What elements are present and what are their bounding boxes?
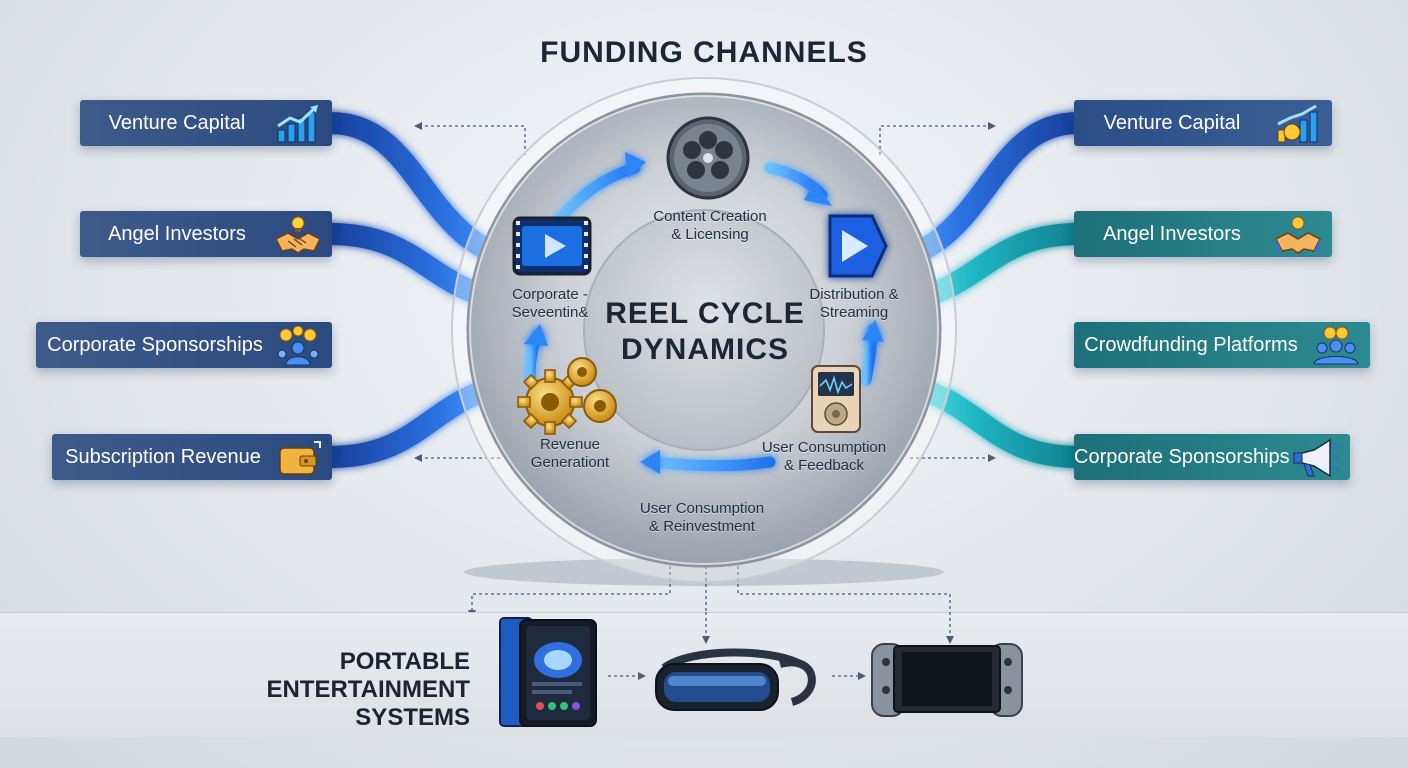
left-channel-venture-capital: Venture Capital (80, 100, 332, 146)
label-line: Seveentin& (511, 304, 589, 321)
label-line: Content Creation (653, 208, 767, 225)
channel-label: Angel Investors (1103, 222, 1241, 245)
coin-chart-icon (1277, 104, 1318, 143)
left-channel-angel-investors: Angel Investors (80, 211, 332, 257)
right-channel-corporate-sponsorships: Corporate Sponsorships (1074, 434, 1350, 480)
label-line: & Reinvestment (649, 518, 755, 535)
label-line: & Licensing (671, 226, 749, 243)
left-channel-subscription-revenue: Subscription Revenue (52, 434, 332, 480)
right-channel-crowdfunding-platforms: Crowdfunding Platforms (1074, 322, 1370, 368)
channel-label: Subscription Revenue (65, 445, 261, 468)
label-revenue: Revenue Generationt (500, 436, 640, 472)
label-line: Revenue (539, 436, 601, 453)
label-line: User Consumption (761, 439, 887, 456)
video-player-icon (512, 216, 592, 276)
cycle-arrowheads (524, 152, 884, 474)
portable-title-line: ENTERTAINMENT SYSTEMS (266, 676, 470, 731)
handshake-coin-icon (1274, 216, 1322, 254)
wallet-icon (279, 441, 321, 475)
center-title-line: REEL CYCLE (605, 297, 805, 330)
channel-label: Corporate Sponsorships (1074, 445, 1290, 468)
left-channel-corporate-sponsorships: Corporate Sponsorships (36, 322, 332, 368)
growth-chart-icon (277, 105, 318, 143)
label-line: Corporate - (512, 286, 588, 303)
handshake-bulb-icon (274, 216, 322, 254)
label-corporate: Corporate - Seveentin& (486, 286, 614, 322)
film-reel-icon (666, 116, 750, 200)
channel-label: Venture Capital (108, 111, 246, 134)
gears-icon (517, 357, 617, 435)
page-title: FUNDING CHANNELS (540, 36, 868, 69)
label-line: Generationt (530, 454, 610, 471)
label-line: Streaming (819, 304, 889, 321)
channel-label: Venture Capital (1103, 111, 1241, 134)
coins-person-icon (277, 326, 319, 366)
label-distribution: Distribution & Streaming (790, 286, 918, 322)
megaphone-icon (1293, 438, 1339, 478)
play-button-icon (828, 214, 888, 278)
center-title-line: DYNAMICS (620, 333, 789, 366)
portable-systems-title: PORTABLE ENTERTAINMENT SYSTEMS (150, 648, 470, 732)
portable-title-line: PORTABLE (339, 648, 470, 675)
label-line: & Feedback (783, 457, 865, 474)
label-content-creation: Content Creation & Licensing (620, 208, 800, 244)
label-user-feedback: User Consumption & Feedback (740, 439, 908, 475)
channel-label: Crowdfunding Platforms (1084, 333, 1298, 356)
label-line: User Consumption (639, 500, 765, 517)
right-channel-venture-capital: Venture Capital (1074, 100, 1332, 146)
crowd-coins-icon (1313, 326, 1359, 365)
label-reinvestment: User Consumption & Reinvestment (612, 500, 792, 536)
music-player-icon (811, 365, 861, 433)
channel-label: Angel Investors (108, 222, 246, 245)
cycle-center-title: REEL CYCLE DYNAMICS (560, 296, 850, 368)
channel-label: Corporate Sponsorships (47, 333, 263, 356)
label-line: Distribution & (809, 286, 899, 303)
right-channel-angel-investors: Angel Investors (1074, 211, 1332, 257)
